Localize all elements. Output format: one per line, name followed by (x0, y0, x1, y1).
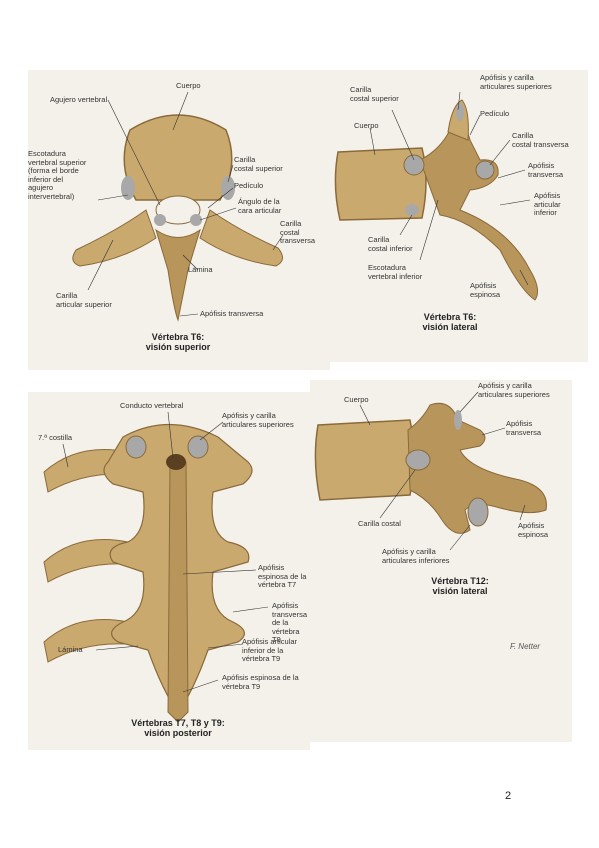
label-apofisis-transversa: Apófisis transversa (200, 309, 264, 318)
label-espinosa-t9: Apófisis espinosa de la vértebra T9 (222, 673, 299, 691)
label-agujero-vertebral: Agujero vertebral (50, 95, 108, 104)
caption-t6-lateral: Vértebra T6: visión lateral (422, 312, 478, 332)
label-apofisis-carilla-inferiores: Apófisis y carilla articulares inferiore… (382, 547, 450, 565)
label-escotadura-superior: Escotadura vertebral superior (forma el … (28, 149, 87, 201)
figure-t6-superior: Cuerpo Agujero vertebral Escotadura vert… (28, 70, 330, 370)
t7-t9-posterior-illustration (43, 411, 269, 723)
label-carilla-costal-superior: Carilla costal superior (350, 85, 399, 103)
label-apofisis-articular-inferior: Apófisis articular inferior (534, 191, 561, 217)
figure-t12-lateral: Apófisis y carilla articulares superiore… (310, 380, 572, 742)
label-cuerpo: Cuerpo (176, 81, 201, 90)
label-cuerpo: Cuerpo (344, 395, 369, 404)
label-apofisis-carilla-superiores: Apófisis y carilla articulares superiore… (478, 381, 550, 399)
label-apofisis-carilla-superiores: Apófisis y carilla articulares superiore… (222, 411, 294, 429)
label-articular-inf-t9: Apófisis articular inferior de la vérteb… (242, 637, 298, 663)
label-apofisis-espinosa: Apófisis espinosa (470, 281, 501, 299)
label-apofisis-transversa: Apófisis transversa (528, 161, 564, 179)
caption-t6-superior: Vértebra T6: visión superior (145, 332, 211, 352)
label-transversa-t9: Apófisis transversa de la vértebra T9 (272, 601, 308, 644)
label-apofisis-transversa: Apófisis transversa (506, 419, 542, 437)
label-escotadura-inferior: Escotadura vertebral inferior (368, 263, 423, 281)
t12-lateral-illustration (314, 391, 547, 551)
t6-superior-illustration (72, 91, 284, 322)
t6-lateral-illustration (334, 91, 539, 301)
figure-t6-lateral: Apófisis y carilla articulares superiore… (330, 70, 588, 362)
label-carilla-articular-superior: Carilla articular superior (56, 291, 112, 309)
label-lamina: Lámina (58, 645, 83, 654)
artist-signature: F. Netter (510, 642, 541, 651)
label-costilla: 7.ª costilla (38, 433, 73, 442)
label-apofisis-espinosa: Apófisis espinosa (518, 521, 549, 539)
label-angulo-cara-articular: Ángulo de la cara articular (238, 197, 282, 215)
label-lamina: Lámina (188, 265, 213, 274)
label-carilla-costal-inferior: Carilla costal inferior (368, 235, 413, 253)
figure-t7-t9-posterior: Conducto vertebral Apófisis y carilla ar… (28, 392, 310, 750)
label-carilla-costal: Carilla costal (358, 519, 401, 528)
label-carilla-costal-transversa: Carilla costal transversa (512, 131, 569, 149)
label-cuerpo: Cuerpo (354, 121, 379, 130)
label-apofisis-carilla-superiores: Apófisis y carilla articulares superiore… (480, 73, 552, 91)
label-carilla-costal-transversa: Carilla costal transversa (280, 219, 316, 245)
label-conducto-vertebral: Conducto vertebral (120, 401, 184, 410)
label-pediculo: Pedículo (234, 181, 264, 190)
page-number: 2 (505, 790, 512, 802)
label-pediculo: Pedículo (480, 109, 510, 118)
label-espinosa-t7: Apófisis espinosa de la vértebra T7 (258, 563, 307, 589)
label-carilla-costal-superior: Carilla costal superior (234, 155, 283, 173)
caption-t7-t9-posterior: Vértebras T7, T8 y T9: visión posterior (131, 718, 225, 738)
caption-t12-lateral: Vértebra T12: visión lateral (431, 576, 489, 596)
